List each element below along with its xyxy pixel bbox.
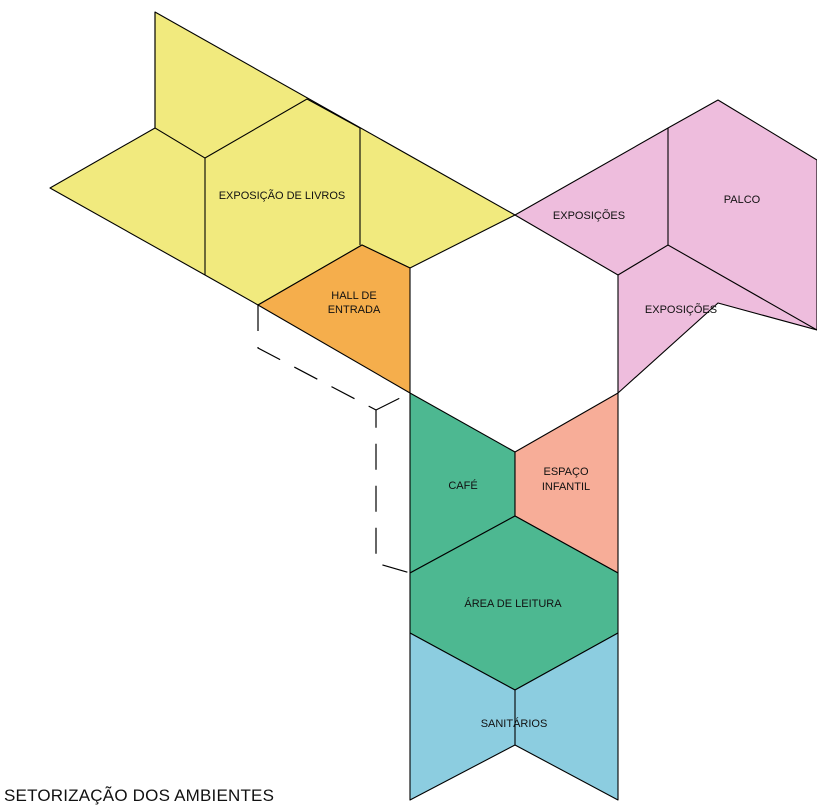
dashed-outline [375,392,411,411]
label-palco: PALCO [724,194,761,206]
label-hall-line-1: HALL DE [331,290,376,302]
label-exposicoes-top: EXPOSIÇÕES [553,209,625,222]
zone-exposicao-de-livros [49,11,516,306]
label-hall-line-2: ENTRADA [328,304,381,316]
label-exposicao-de-livros: EXPOSIÇÃO DE LIVROS [219,189,346,202]
label-exposicoes-bottom: EXPOSIÇÕES [645,303,717,316]
label-sanitarios: SANITÁRIOS [481,717,548,730]
divider-line [154,12,206,275]
label-cafe: CAFÉ [448,479,477,492]
divider-line [617,244,817,331]
divider-line [204,98,361,245]
diagram-caption: SETORIZAÇÃO DOS AMBIENTES [4,786,275,805]
label-espaco-line-1: ESPAÇO [543,466,588,478]
label-area-de-leitura: ÁREA DE LEITURA [464,597,562,610]
label-espaco-line-2: INFANTIL [542,481,590,493]
